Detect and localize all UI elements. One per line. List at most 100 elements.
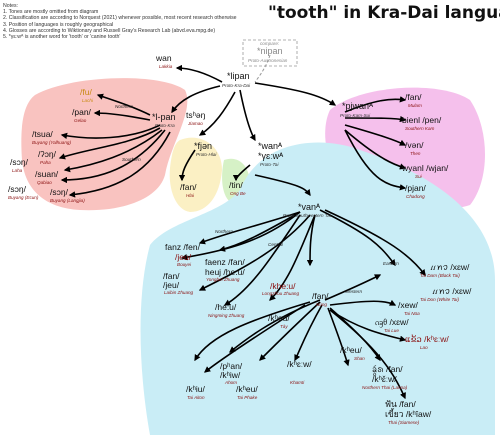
notes: Notes: 1. Tones are mostly omitted from … [3,3,237,40]
hlai-form: /fan/ [180,182,197,192]
ningming-form: /he:u/ [215,302,237,312]
tai-phake-form: /kʰeu/ [236,384,258,394]
proto-kam-sui-label: Proto-Kam-Sui [340,113,371,118]
tai-region [140,142,495,435]
thai-form-2: เขี้ยว /kʰîaw/ [385,409,432,419]
kra-northern-label: Northern [115,104,133,109]
longzhou-label: Longzhou Zhuang [262,291,300,296]
proto-tai-label: Proto-Tai [260,162,279,167]
sui-label: Sui [415,174,422,179]
tai-dam-form: ꪵꪀꪫ /xɛw/ [430,262,470,272]
proto-hlai-form: *fjən [194,141,213,151]
thai-form: ฟัน /fan/ [385,399,416,409]
proto-austronesian-form: *nipan [257,46,283,56]
tai-aiton-form: /kʰiu/ [186,384,205,394]
ningming-label: Ningming Zhuang [208,313,245,318]
thai-label: Thai (Siamese) [388,420,420,425]
buyang-langjia-label: Buyang (Langjia) [50,198,85,203]
tay-form: /kʰeu/ [268,313,290,323]
proto-hlai-label: Proto-Hlai [196,152,217,157]
yongbei-zhuang-label: Yongbei Zhuang [206,277,240,282]
proto-sw-tai-label: Proto-Southwestern Tai [283,213,331,218]
proto-tai-form: *wanᴬ [258,141,283,151]
proto-kra-label: Proto-Kra [155,123,175,128]
tai-aiton-label: Tai Aiton [187,395,205,400]
yongbei-zhuang-form-2: heuj /he:u/ [205,267,245,277]
ahom-form: /pʰan/ [220,361,243,371]
laibin-zhuang-label: Laibin Zhuang [164,290,194,295]
proto-sw-tai-form: *vanᴬ [298,202,321,212]
hlai-label: Hlai [186,193,194,198]
khamti-label: Khamti [290,380,305,385]
proto-kra-form: *l-pan [152,112,176,122]
lao-form: ແຂ້ວ /kʰɛːw/ [405,334,449,344]
proto-austronesian-label: Proto-Austronesian [248,58,288,63]
bouyei-form-2: /jeu/ [175,252,192,262]
buyang-ecun-label: Buyang (Ecun) [8,195,39,200]
lakkia-form: wan [156,53,172,63]
tai-central-label: Central [268,242,283,247]
tai-nua-label: Tai Nüa [404,311,420,316]
tai-dam-label: Tai Dam (Black Tai) [420,273,460,278]
northern-thai-form-2: /kʰɛ̌ːw/ [372,374,397,384]
tai-phake-label: Tai Phake [237,395,258,400]
northern-thai-label: Northern Thai (Lanna) [362,385,408,390]
proto-austronesian-box [242,39,298,67]
longzhou-form: /khe:u/ [270,281,296,291]
proto-kam-sui-form: *pjwanᴬ [342,101,374,111]
note-line: 4. Glosses are according to Wiktionary a… [3,27,216,34]
proto-kra-dai-form: *lipan [227,71,250,81]
shan-form: /kʰeu/ [340,345,362,355]
note-line: 5. *γɛːwᴬ is another word for 'tooth' or… [3,34,121,41]
tai-don-label: Tai Don (White Tai) [420,297,459,302]
qabiao-label: Qabiao [37,180,52,185]
tai-don-form: ꪵꪀꪫ /xɛw/ [432,286,472,296]
tai-western-label: Western [345,289,363,294]
ong-be-form: /tin/ [229,180,243,190]
proto-tai-form-2: *γɛːwᴬ [258,151,284,161]
tai-northern-label: Northern [215,229,233,234]
jiamao-label: Jiamao [188,121,203,126]
gelao-label: Gelao [74,118,87,123]
yongbei-zhuang-form: faenz /fan/ [205,257,245,267]
page-title: "tooth" in Kra-Dai languages [268,3,500,23]
gelao-form: /pan/ [72,107,91,117]
nung-form: /fan/ [312,291,329,301]
compare-label: compare: [260,41,280,46]
paha-label: Paha [40,160,51,165]
tai-lue-label: Tai Lue [384,328,399,333]
lao-label: Lao [420,345,428,350]
then-label: Then [410,151,421,156]
lachi-label: Lachi [82,98,93,103]
qabiao-form: /suan/ [35,169,59,179]
bouyei-label: Bouyei [177,262,192,267]
ahom-label: Ahom [225,380,238,385]
sui-form: wyanl /wjan/ [402,163,449,173]
hlai-region [169,137,222,212]
mulam-form: /fan/ [405,92,422,102]
note-line: 1. Tones are mostly omitted from diagram [3,9,99,16]
chadong-label: Chadong [406,194,425,199]
proto-kra-dai-label: Proto-Kra-Dai [222,83,251,88]
then-form: /vən/ [405,140,424,150]
tai-eastern-label: Eastern [383,261,399,266]
nung-label: Nùng [316,302,327,307]
mulam-label: Mulam [408,103,422,108]
southern-kam-form: bienl /pen/ [402,115,442,125]
buyang-yalhuang-label: Buyang (Yalhuang) [32,140,71,145]
jiamao-form: tsʰəŋ [186,110,206,120]
northern-thai-form: ᨡ᩠ᩅᩢᩁ /fan/ [372,364,403,374]
buyang-yalhuang-form: /tsua/ [32,129,53,139]
arrows [58,64,426,400]
lachi-form: /fu/ [80,87,92,97]
bouyei-form: fanz /fen/ [165,242,200,252]
lakkia-label: Lakkia [159,64,173,69]
southern-kam-label: Southern Kam [405,126,435,131]
laibin-zhuang-form-2: /jeu/ [163,280,180,290]
tay-label: Tày [280,324,288,329]
note-line: 3. Position of languages is roughly geog… [3,21,114,28]
paha-form: /ʔɔŋ/ [38,149,56,159]
buyang-langjia-form: /sɔŋ/ [50,187,68,197]
